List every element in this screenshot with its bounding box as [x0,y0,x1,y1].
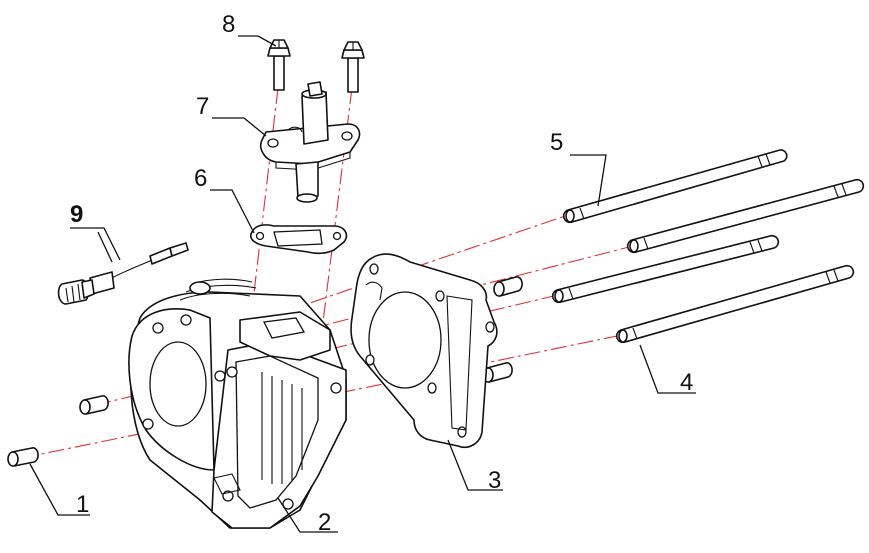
leader-lines [29,35,696,533]
stud-bolt-5 [562,149,788,224]
callout-7: 7 [196,93,209,120]
callout-2: 2 [318,509,331,536]
dowel-pin-left-1 [7,447,39,467]
callout-3: 3 [488,467,501,494]
flange-bolt-8-right [341,41,365,93]
flange-bolt-8-left [267,39,291,91]
chain-tensioner-7 [260,81,361,203]
dowel-pin-left-upper [79,395,109,415]
sensor-9 [57,242,189,305]
callout-8: 8 [222,11,235,38]
cylinder-gasket-3 [350,253,498,448]
cylinder-block-2 [128,278,347,529]
callout-5: 5 [550,129,563,156]
stud-bolt-middle [551,234,780,304]
callout-6: 6 [194,165,207,192]
callout-4: 4 [680,369,693,396]
callout-labels: 1 2 3 4 5 6 7 8 9 [70,11,693,536]
tensioner-gasket-6 [250,224,348,255]
stud-bolt-upper [626,178,865,254]
stud-bolt-4 [615,264,855,344]
dowel-pin-upper-right [493,276,523,297]
callout-1: 1 [76,491,89,518]
callout-9: 9 [70,201,83,228]
